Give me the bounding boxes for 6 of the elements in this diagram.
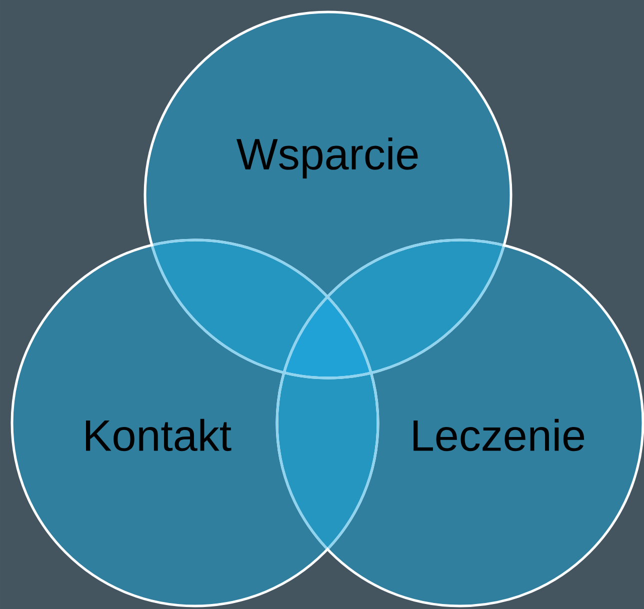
venn-circle <box>10 238 380 608</box>
circle-label: Wsparcie <box>236 137 418 178</box>
circle-label: Leczenie <box>414 418 584 452</box>
circle-label: Kontakt <box>86 418 232 452</box>
venn-circle <box>144 10 512 380</box>
venn-circle <box>276 238 644 608</box>
